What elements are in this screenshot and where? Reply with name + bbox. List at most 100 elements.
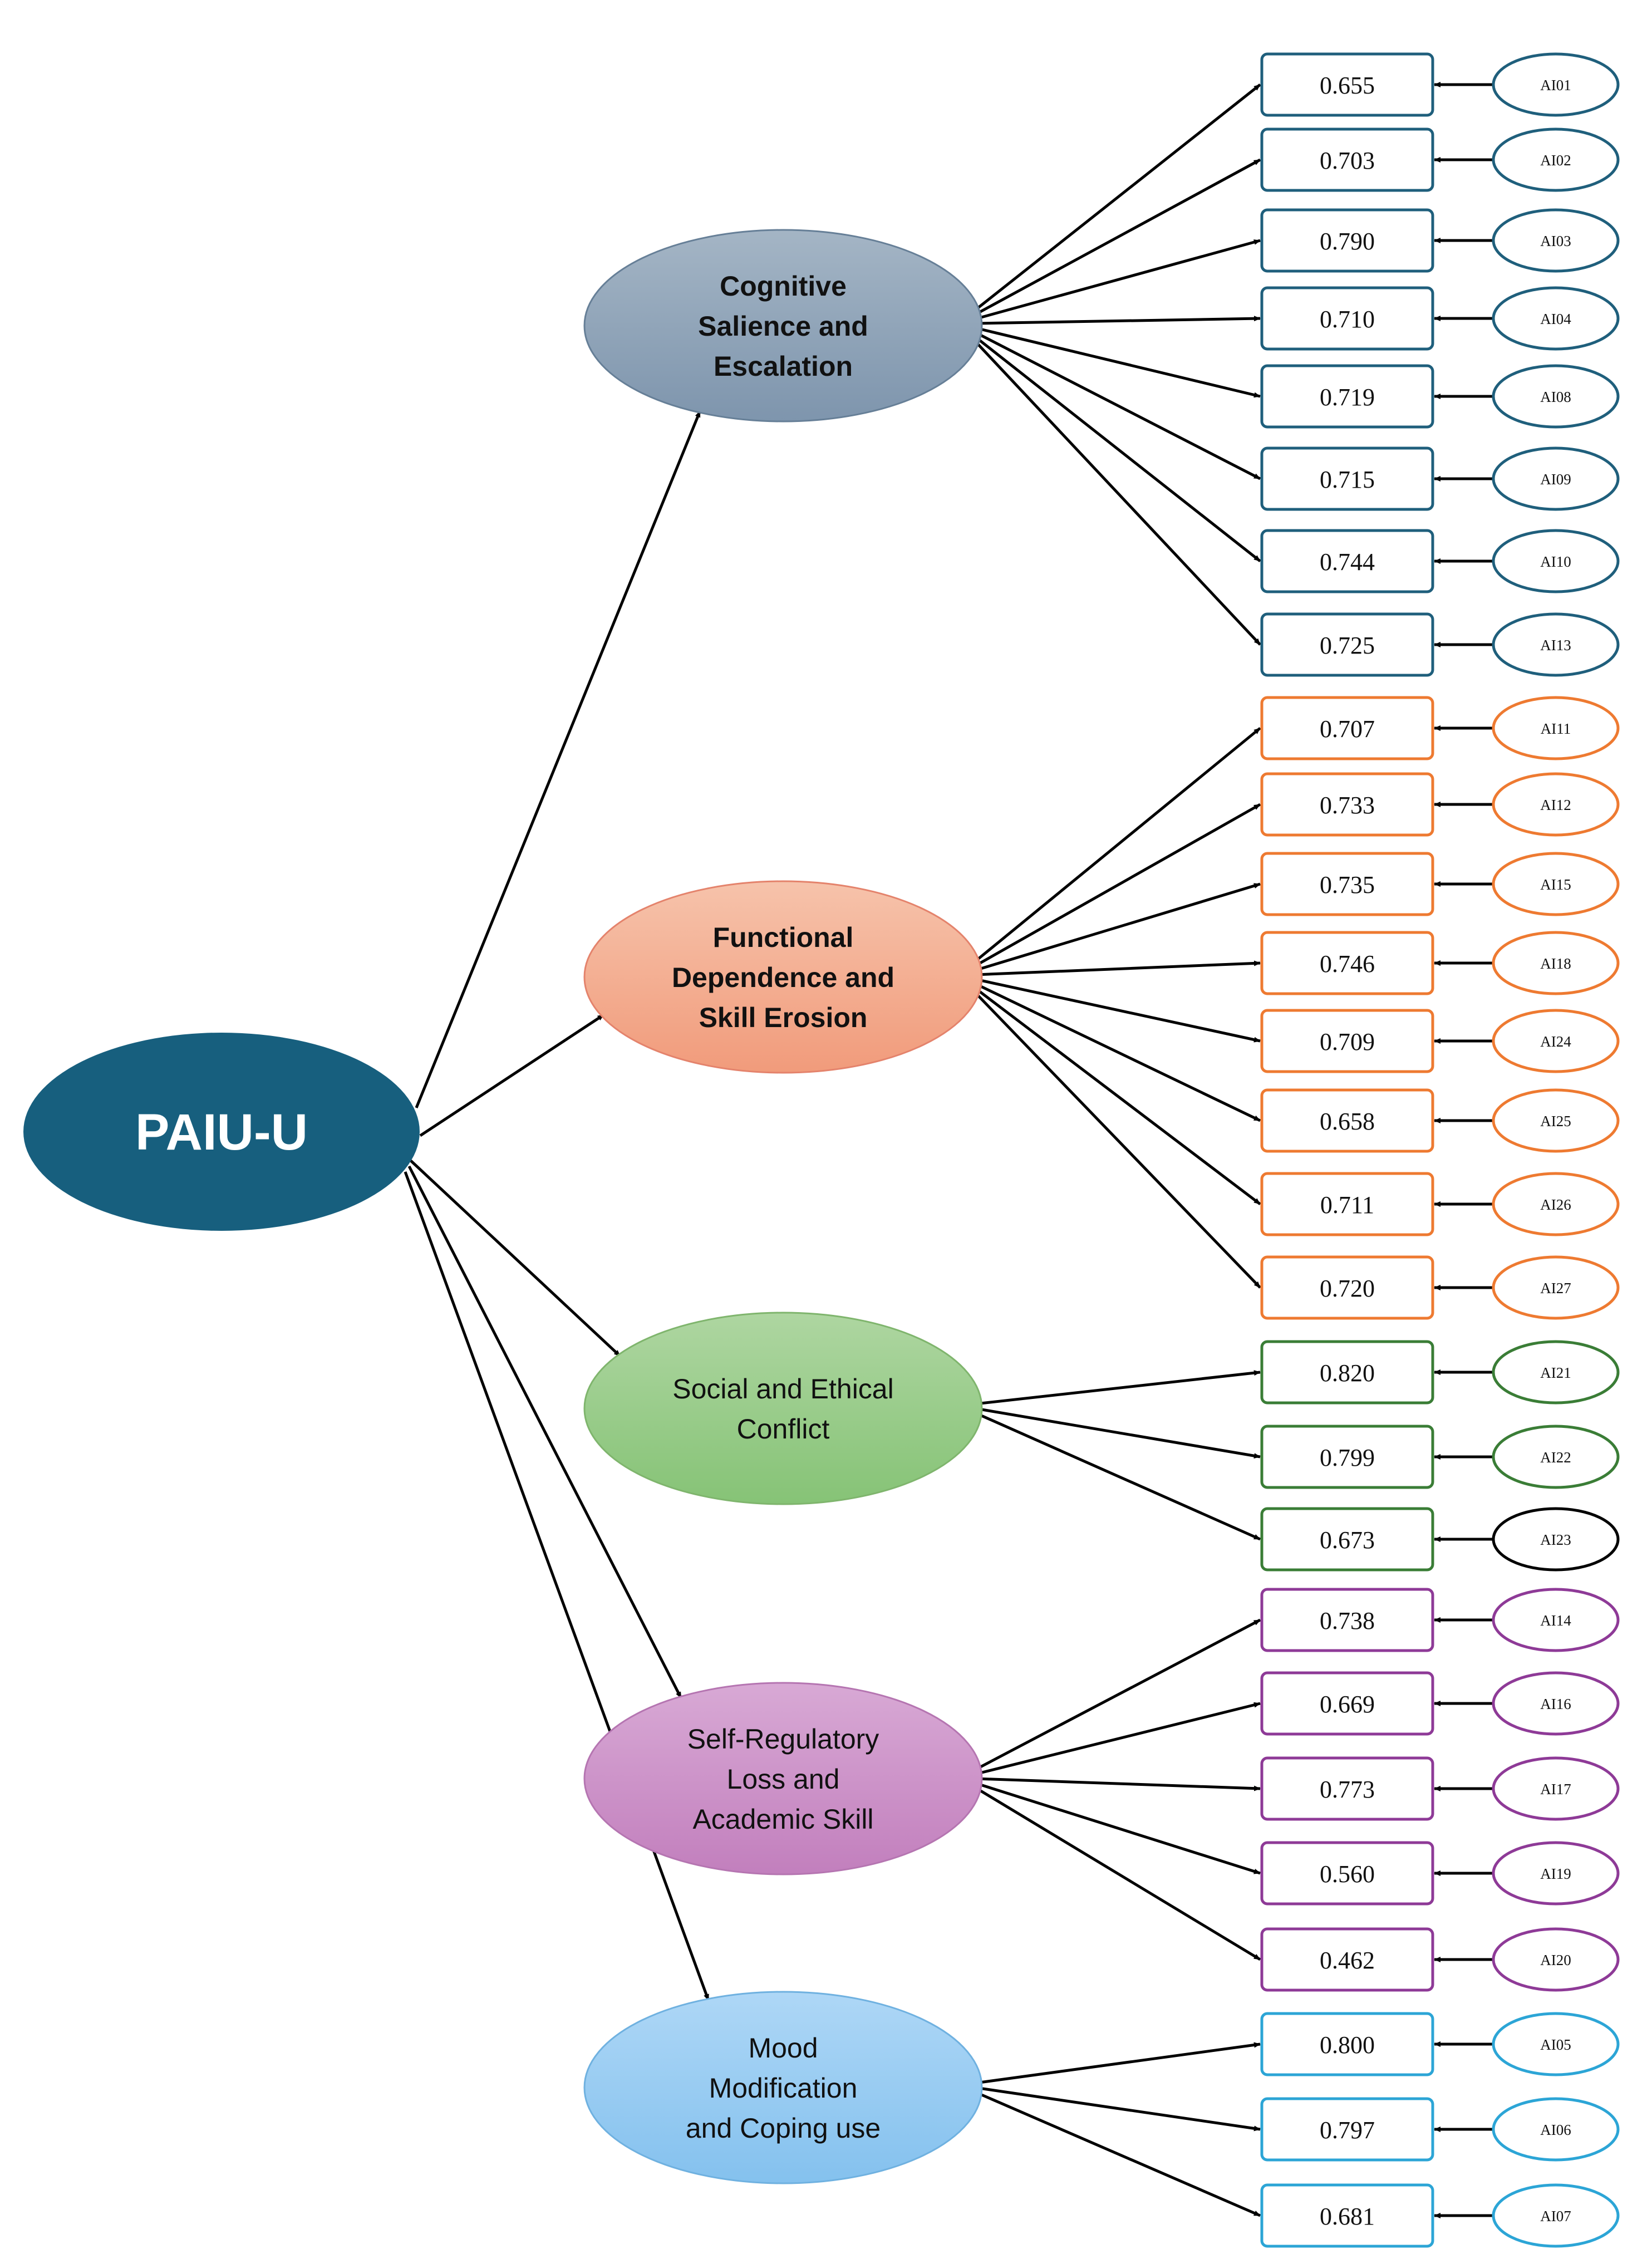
arrow-f4-to-loading-2 xyxy=(975,1777,1261,1791)
factor-label-line: Social and Ethical xyxy=(672,1373,893,1405)
item-node xyxy=(1492,446,1620,511)
item-label: AI04 xyxy=(1540,311,1571,327)
item-label: AI05 xyxy=(1540,2036,1571,2053)
arrow-f1-to-loading-3 xyxy=(975,316,1261,325)
item-node xyxy=(1492,208,1620,273)
loading-value: 0.773 xyxy=(1320,1776,1375,1803)
loading-value: 0.820 xyxy=(1320,1359,1375,1387)
loading-box xyxy=(1260,2012,1434,2076)
loading-value: 0.669 xyxy=(1320,1691,1375,1718)
item-label: AI23 xyxy=(1540,1531,1571,1548)
loading-value: 0.735 xyxy=(1320,871,1375,898)
item-node xyxy=(1492,1507,1620,1572)
item-label: AI26 xyxy=(1540,1196,1571,1213)
arrow-f2-to-loading-0 xyxy=(974,727,1261,963)
item-label: AI18 xyxy=(1540,955,1571,972)
loading-value: 0.800 xyxy=(1320,2031,1375,2059)
item-node xyxy=(1492,1255,1620,1320)
arrow-root-to-f3 xyxy=(410,1160,621,1357)
loading-value: 0.790 xyxy=(1320,228,1375,255)
loading-value: 0.710 xyxy=(1320,306,1375,333)
item-node xyxy=(1492,1172,1620,1236)
arrow-root-to-f1 xyxy=(415,410,701,1108)
factor-label-line: Modification xyxy=(709,2073,858,2104)
item-label: AI02 xyxy=(1540,152,1571,169)
loading-box xyxy=(1260,1588,1434,1652)
loading-value: 0.720 xyxy=(1320,1275,1375,1302)
factor-node-f4 xyxy=(583,1682,983,1875)
loading-value: 0.799 xyxy=(1320,1444,1375,1471)
loading-value: 0.744 xyxy=(1320,548,1375,576)
arrow-f2-to-loading-2 xyxy=(975,882,1261,972)
item-label: AI19 xyxy=(1540,1865,1571,1882)
arrow-f1-to-loading-1 xyxy=(974,158,1261,316)
root-node xyxy=(23,1033,420,1231)
item-node xyxy=(1492,1756,1620,1821)
arrow-f4-to-loading-0 xyxy=(974,1618,1261,1771)
arrow-f2-to-loading-5 xyxy=(974,982,1261,1122)
arrow-f1-to-loading-7 xyxy=(974,340,1261,646)
loading-value: 0.560 xyxy=(1320,1860,1375,1888)
loading-box xyxy=(1260,1425,1434,1489)
arrow-f1-to-loading-0 xyxy=(974,84,1261,311)
loading-value: 0.725 xyxy=(1320,632,1375,659)
loading-value: 0.797 xyxy=(1320,2117,1375,2144)
item-label: AI10 xyxy=(1540,553,1571,570)
arrow-f5-to-loading-2 xyxy=(975,2090,1261,2217)
arrow-f2-to-loading-3 xyxy=(975,960,1261,976)
factor-node-f1 xyxy=(583,229,983,423)
loading-box xyxy=(1260,852,1434,916)
item-node xyxy=(1492,1009,1620,1073)
factor-label-line: Cognitive xyxy=(720,271,847,302)
loading-box xyxy=(1260,364,1434,429)
loading-box xyxy=(1260,1009,1434,1073)
loading-value: 0.711 xyxy=(1320,1191,1374,1219)
loading-box xyxy=(1260,772,1434,837)
factor-label-line: and Coping use xyxy=(686,2113,881,2144)
item-label: AI24 xyxy=(1540,1033,1571,1050)
item-label: AI12 xyxy=(1540,797,1571,813)
arrow-f1-to-loading-4 xyxy=(975,326,1261,398)
item-node xyxy=(1492,1841,1620,1906)
arrow-f5-to-loading-1 xyxy=(975,2086,1261,2132)
factor-node-f5 xyxy=(583,1991,983,2184)
item-node xyxy=(1492,2097,1620,2162)
loading-box xyxy=(1260,931,1434,995)
arrow-f4-to-loading-4 xyxy=(974,1786,1261,1961)
item-node xyxy=(1492,1088,1620,1153)
loading-value: 0.707 xyxy=(1320,715,1375,743)
item-node xyxy=(1492,529,1620,593)
item-label: AI06 xyxy=(1540,2122,1571,2138)
arrow-f2-to-loading-4 xyxy=(975,978,1261,1043)
loading-box xyxy=(1260,696,1434,760)
loading-box xyxy=(1260,127,1434,192)
item-label: AI27 xyxy=(1540,1280,1571,1297)
arrow-f1-to-loading-5 xyxy=(974,331,1261,480)
loading-box xyxy=(1260,286,1434,351)
item-label: AI09 xyxy=(1540,471,1571,488)
factor-node-f3 xyxy=(583,1312,983,1505)
item-node xyxy=(1492,52,1620,117)
factor-label-line: Escalation xyxy=(714,351,853,382)
item-label: AI13 xyxy=(1540,637,1571,654)
item-label: AI08 xyxy=(1540,389,1571,405)
factor-label-line: Functional xyxy=(713,922,854,953)
item-node xyxy=(1492,364,1620,429)
loading-value: 0.709 xyxy=(1320,1028,1375,1055)
item-label: AI07 xyxy=(1540,2208,1571,2225)
item-label: AI22 xyxy=(1540,1449,1571,1466)
loading-value: 0.733 xyxy=(1320,792,1375,819)
item-node xyxy=(1492,772,1620,837)
item-node xyxy=(1492,852,1620,916)
arrow-root-to-f2 xyxy=(419,1013,605,1137)
loading-value: 0.462 xyxy=(1320,1947,1375,1974)
arrow-root-to-f5 xyxy=(404,1171,710,2001)
factor-label-line: Skill Erosion xyxy=(699,1002,868,1033)
arrow-f3-to-loading-0 xyxy=(975,1370,1261,1406)
root-label: PAIU-U xyxy=(135,1104,308,1161)
item-node xyxy=(1492,696,1620,760)
factor-label-line: Mood xyxy=(748,2032,818,2064)
item-label: AI11 xyxy=(1541,720,1571,737)
arrow-f3-to-loading-1 xyxy=(975,1407,1261,1459)
